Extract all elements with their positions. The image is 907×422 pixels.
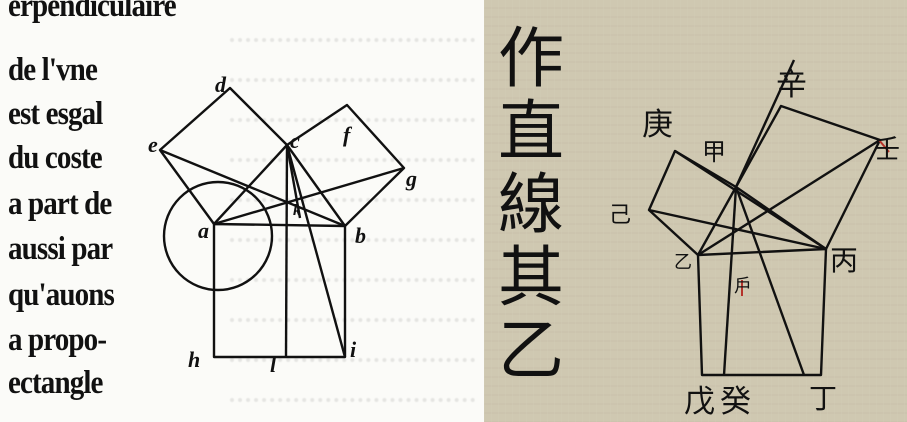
label-hu: 戶 (734, 276, 752, 297)
label-yi: 乙 (674, 252, 692, 273)
chinese-page: 作 直 線 其 乙 (484, 0, 907, 422)
text-line: du coste (8, 140, 103, 176)
text-line: aussi par (8, 231, 113, 267)
chinese-character: 直 (498, 93, 564, 170)
label-geng: 庚 (642, 107, 673, 143)
label-bing: 丙 (830, 244, 858, 277)
label-ren: 壬 (874, 135, 900, 165)
faded-show-through-text (230, 0, 480, 422)
chinese-text-column: 作 直 線 其 乙 (498, 22, 568, 422)
text-line: a propo- (8, 322, 107, 358)
label-f: f (343, 122, 353, 147)
label-c: c (290, 128, 300, 153)
text-line: qu'auons (8, 277, 115, 313)
red-mark (878, 139, 890, 153)
label-d: d (215, 72, 227, 97)
label-k: k (293, 202, 301, 219)
square-on-ac (158, 86, 289, 226)
text-line: a part de (8, 186, 112, 222)
circle (162, 180, 274, 292)
printed-text-column: erpendiculaire a la base, ie de l'vne es… (8, 0, 180, 422)
text-line: ectangle (8, 365, 103, 401)
label-b: b (355, 223, 366, 248)
label-ding: 丁 (809, 382, 837, 415)
label-e: e (148, 132, 158, 157)
label-g: g (405, 166, 417, 191)
label-gui: 癸 (720, 384, 751, 420)
text-line: est esgal (8, 96, 103, 132)
square-on-right-leg (734, 104, 882, 251)
paper-texture (484, 0, 907, 422)
euclid-figure-diagram: d e c f g a b k h l i (148, 72, 417, 377)
gougu-figure-diagram: 辛 庚 甲 壬 己 乙 丙 戶 戊 癸 丁 (609, 59, 900, 420)
square-on-hypotenuse (696, 247, 828, 377)
chinese-character: 其 (498, 239, 564, 316)
label-l: l (270, 352, 277, 377)
european-page: erpendiculaire a la base, ie de l'vne es… (8, 0, 480, 422)
label-yi2: 己 (609, 203, 631, 228)
chinese-character: 乙 (498, 312, 564, 389)
label-wu: 戊 (684, 384, 715, 420)
label-i: i (350, 337, 357, 362)
label-a: a (198, 218, 209, 243)
text-line: de l'vne (8, 52, 98, 88)
label-xin: 辛 (776, 67, 807, 103)
text-line: erpendiculaire a la base, ie (8, 0, 180, 24)
label-h: h (188, 347, 200, 372)
chinese-character: 作 (498, 20, 564, 97)
label-jia: 甲 (702, 138, 726, 166)
chinese-character: 線 (498, 166, 564, 243)
square-on-hypotenuse (212, 222, 347, 359)
